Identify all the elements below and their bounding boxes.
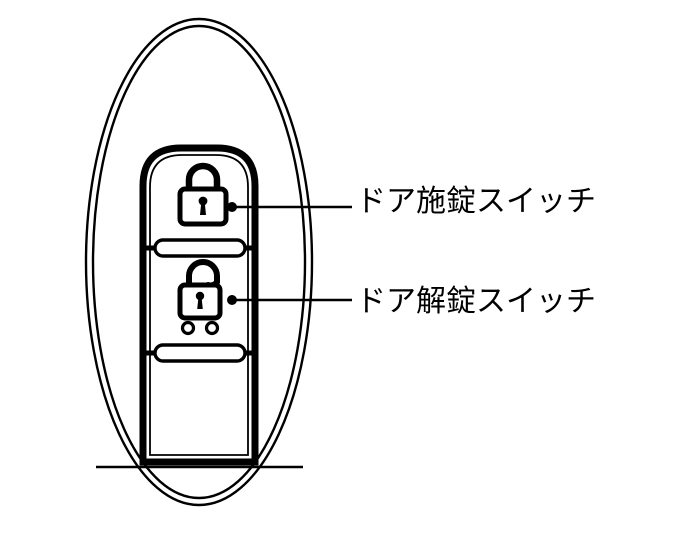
- padlock-closed-icon: [177, 162, 229, 227]
- button-divider-lower: [143, 343, 255, 363]
- divider-pill-lower: [153, 343, 247, 363]
- padlock-open-icon: [177, 259, 223, 336]
- button-divider-upper: [143, 238, 255, 258]
- lock-button[interactable]: [150, 158, 248, 244]
- button-panel-inner-line: [149, 154, 249, 456]
- callout-unlock-leader: [227, 295, 352, 305]
- callout-label-lock: ドア施錠スイッチ: [356, 184, 596, 219]
- flash-circle-left: [180, 320, 196, 336]
- divider-pill-upper: [153, 238, 247, 258]
- callout-lock-leader: [227, 202, 352, 212]
- button-panel: [139, 144, 259, 466]
- flash-circle-right: [204, 320, 220, 336]
- fob-inner-oval: [91, 24, 307, 500]
- unlock-button[interactable]: [150, 256, 248, 346]
- callout-label-unlock: ドア解錠スイッチ: [356, 284, 596, 319]
